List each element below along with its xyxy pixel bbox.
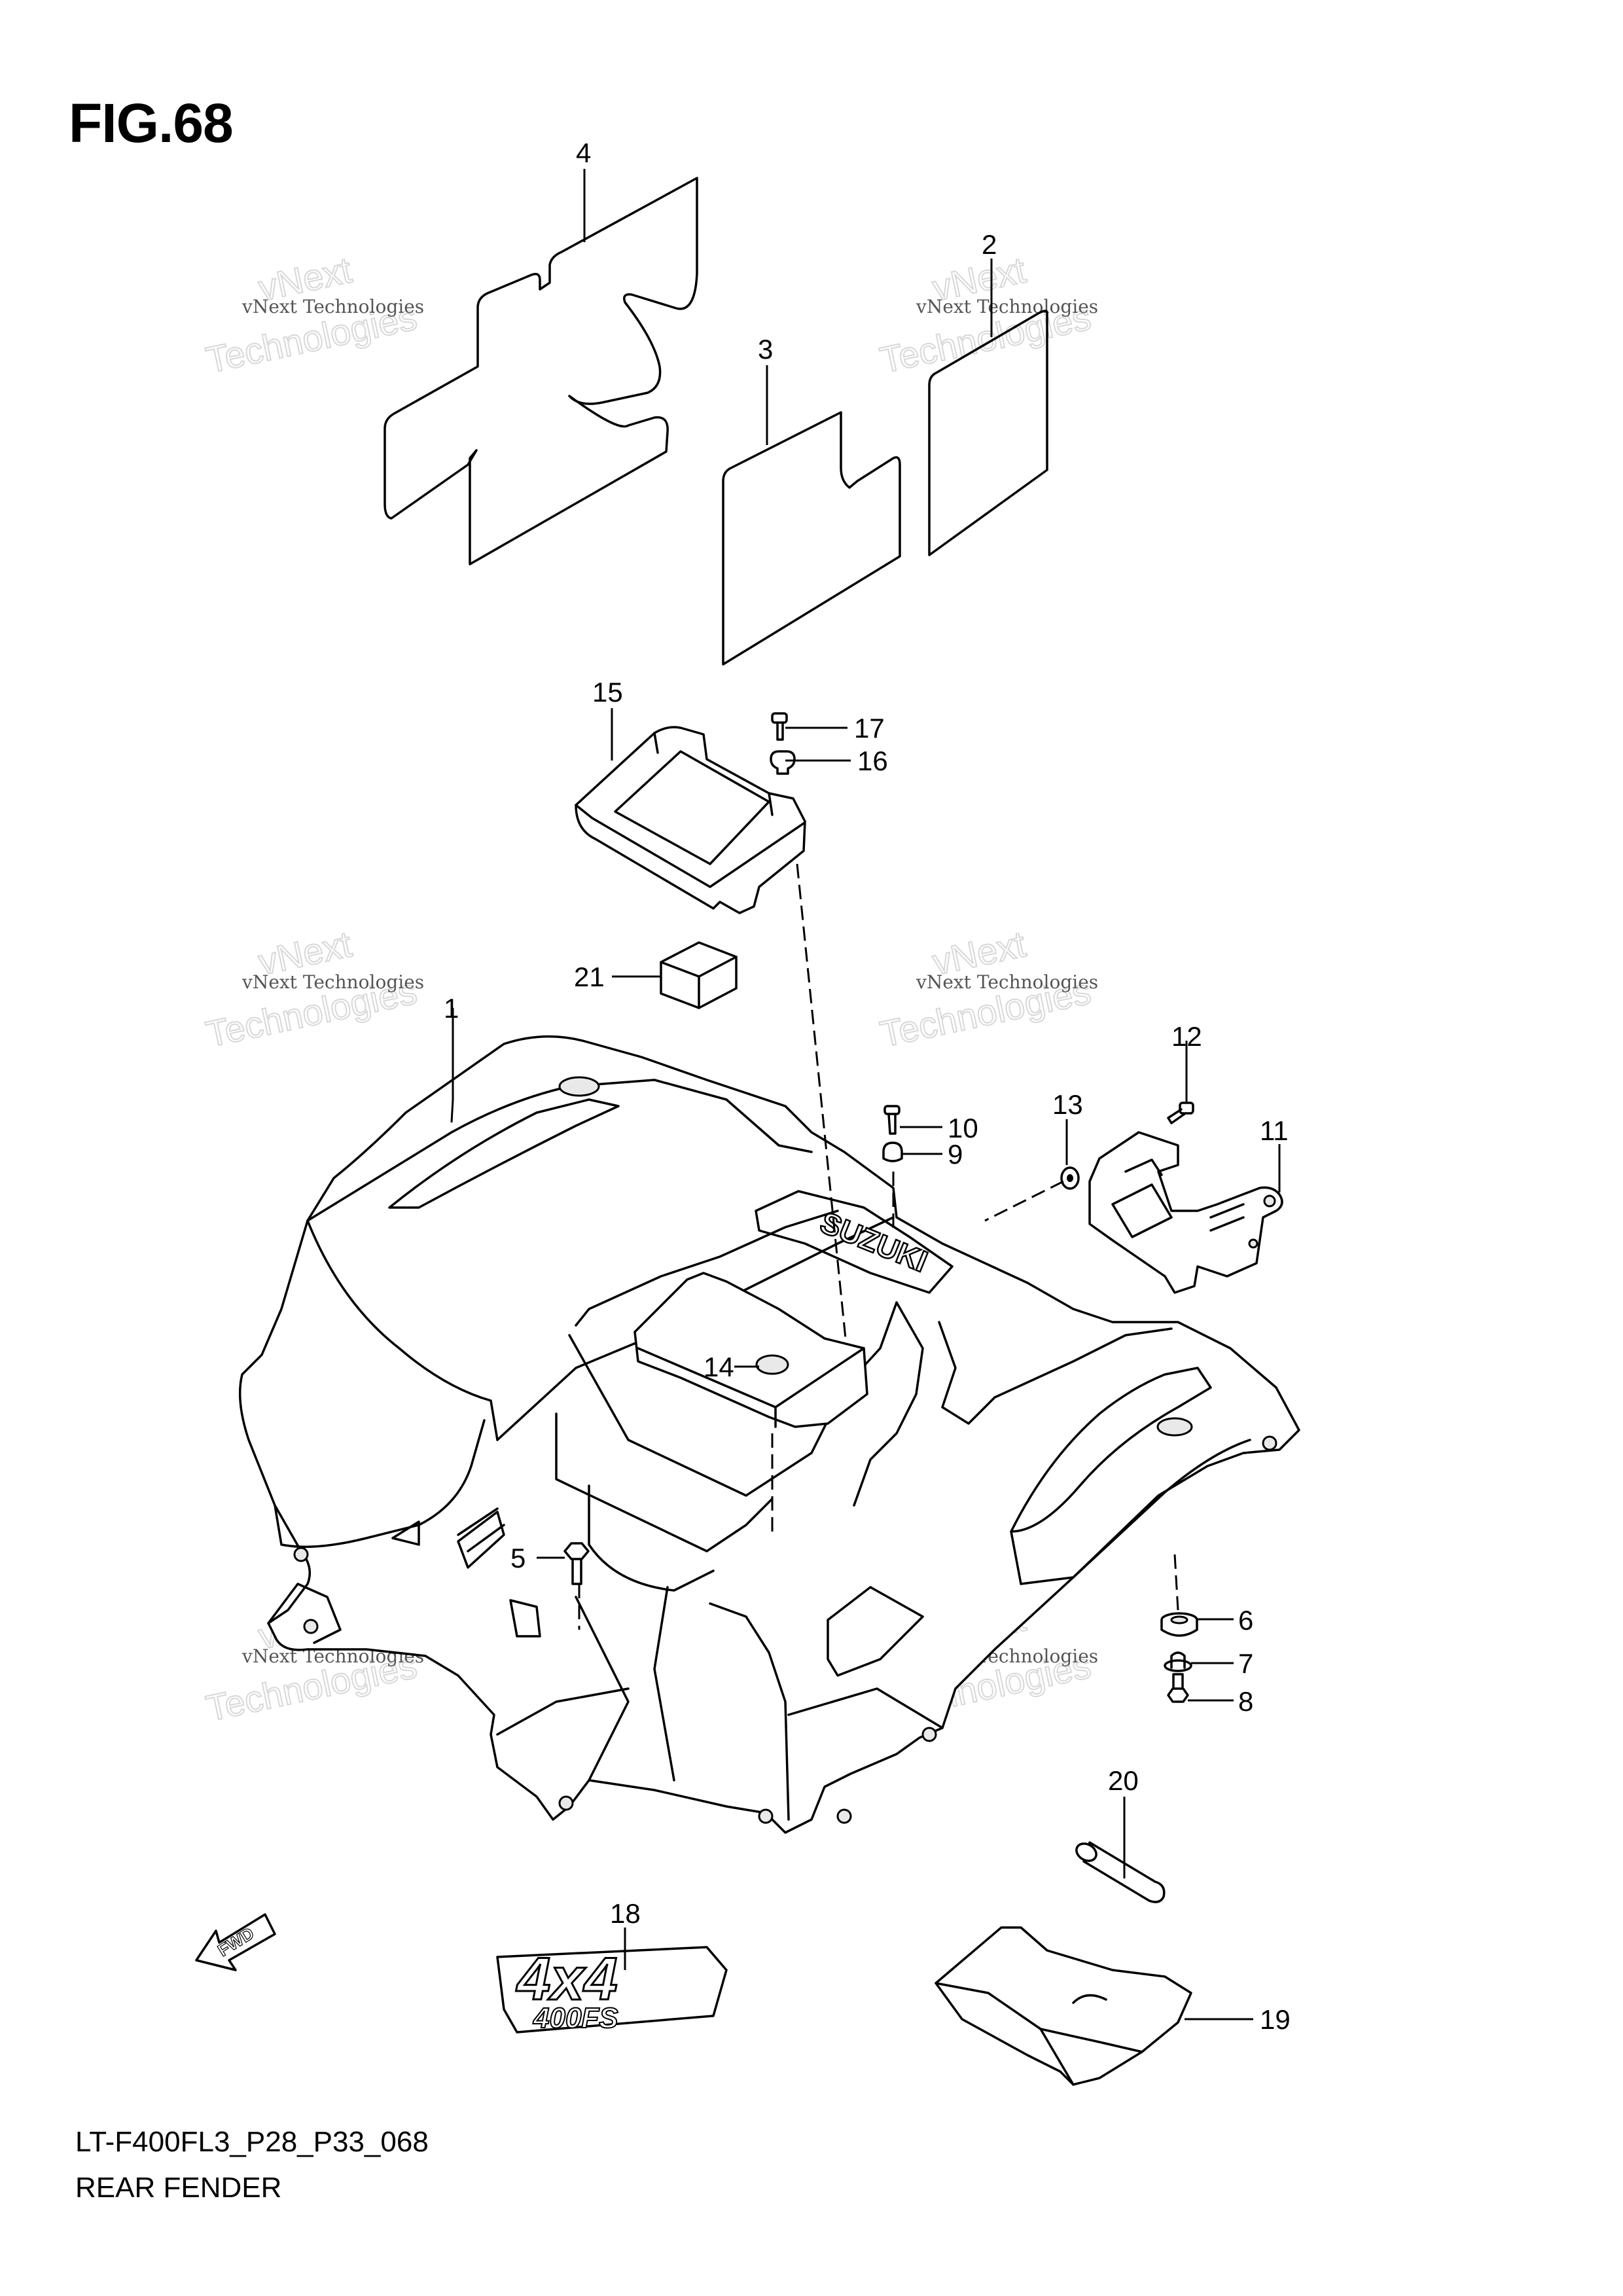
decal-18-line2: 400FS <box>533 2002 618 2034</box>
fwd-arrow: FWD <box>195 1913 276 1971</box>
callout-20: 20 <box>1108 1765 1139 1796</box>
figure-title: FIG.68 <box>69 92 234 154</box>
part-16-clip <box>770 750 796 775</box>
part-9-nut <box>882 1141 903 1162</box>
watermark-small: vNext Technologies <box>916 296 1098 317</box>
part-4-decal <box>383 177 698 565</box>
callout-21: 21 <box>574 961 605 992</box>
figure-name: REAR FENDER <box>75 2172 282 2204</box>
callout-7: 7 <box>1238 1648 1253 1679</box>
callout-18: 18 <box>610 1898 641 1929</box>
callout-16: 16 <box>857 745 888 776</box>
callout-3: 3 <box>758 334 773 365</box>
part-17-screw <box>771 712 788 741</box>
callout-1: 1 <box>444 993 459 1024</box>
callout-19: 19 <box>1260 2004 1291 2035</box>
callout-10: 10 <box>948 1113 978 1143</box>
part-8-bolt <box>1167 1673 1189 1703</box>
callout-6: 6 <box>1238 1605 1253 1636</box>
assembly-lines <box>578 863 1179 1630</box>
part-15-battery-holder <box>575 726 806 914</box>
watermark-small: vNext Technologies <box>241 971 424 993</box>
figure-code: LT-F400FL3_P28_P33_068 <box>75 2126 429 2158</box>
part-18-decal: 4x4 400FS <box>496 1945 728 2035</box>
part-12-screw <box>1167 1102 1194 1124</box>
part-20-tube <box>1075 1841 1166 1903</box>
part-5-bolt <box>563 1542 590 1585</box>
callout-11: 11 <box>1260 1115 1289 1146</box>
part-21-pad <box>660 941 738 1009</box>
callout-17: 17 <box>854 713 885 744</box>
part-3-decal <box>722 411 901 666</box>
callout-labels: 4 2 3 15 17 16 21 1 12 11 13 10 9 14 5 6… <box>444 137 1291 2035</box>
watermark-small: vNext Technologies <box>916 971 1098 993</box>
callout-4: 4 <box>576 137 591 168</box>
part-7-collar <box>1164 1651 1192 1672</box>
part-19-seat-pad <box>935 1926 1192 2086</box>
callout-15: 15 <box>592 677 623 708</box>
decal-18-line1: 4x4 <box>516 1946 618 2013</box>
part-11-bracket <box>1088 1131 1283 1294</box>
part-2-decal <box>928 310 1048 556</box>
part-10-screw <box>883 1105 901 1135</box>
callout-13: 13 <box>1052 1089 1083 1120</box>
part-6-grommet <box>1160 1612 1198 1637</box>
callout-14: 14 <box>704 1352 734 1382</box>
callout-5: 5 <box>510 1543 526 1573</box>
callout-8: 8 <box>1238 1686 1253 1717</box>
watermark-small: vNext Technologies <box>241 296 424 317</box>
callout-2: 2 <box>982 229 997 260</box>
leader-lines <box>450 169 1281 2020</box>
callout-9: 9 <box>948 1139 963 1170</box>
part-13-washer <box>1060 1166 1080 1190</box>
callout-12: 12 <box>1171 1021 1202 1052</box>
